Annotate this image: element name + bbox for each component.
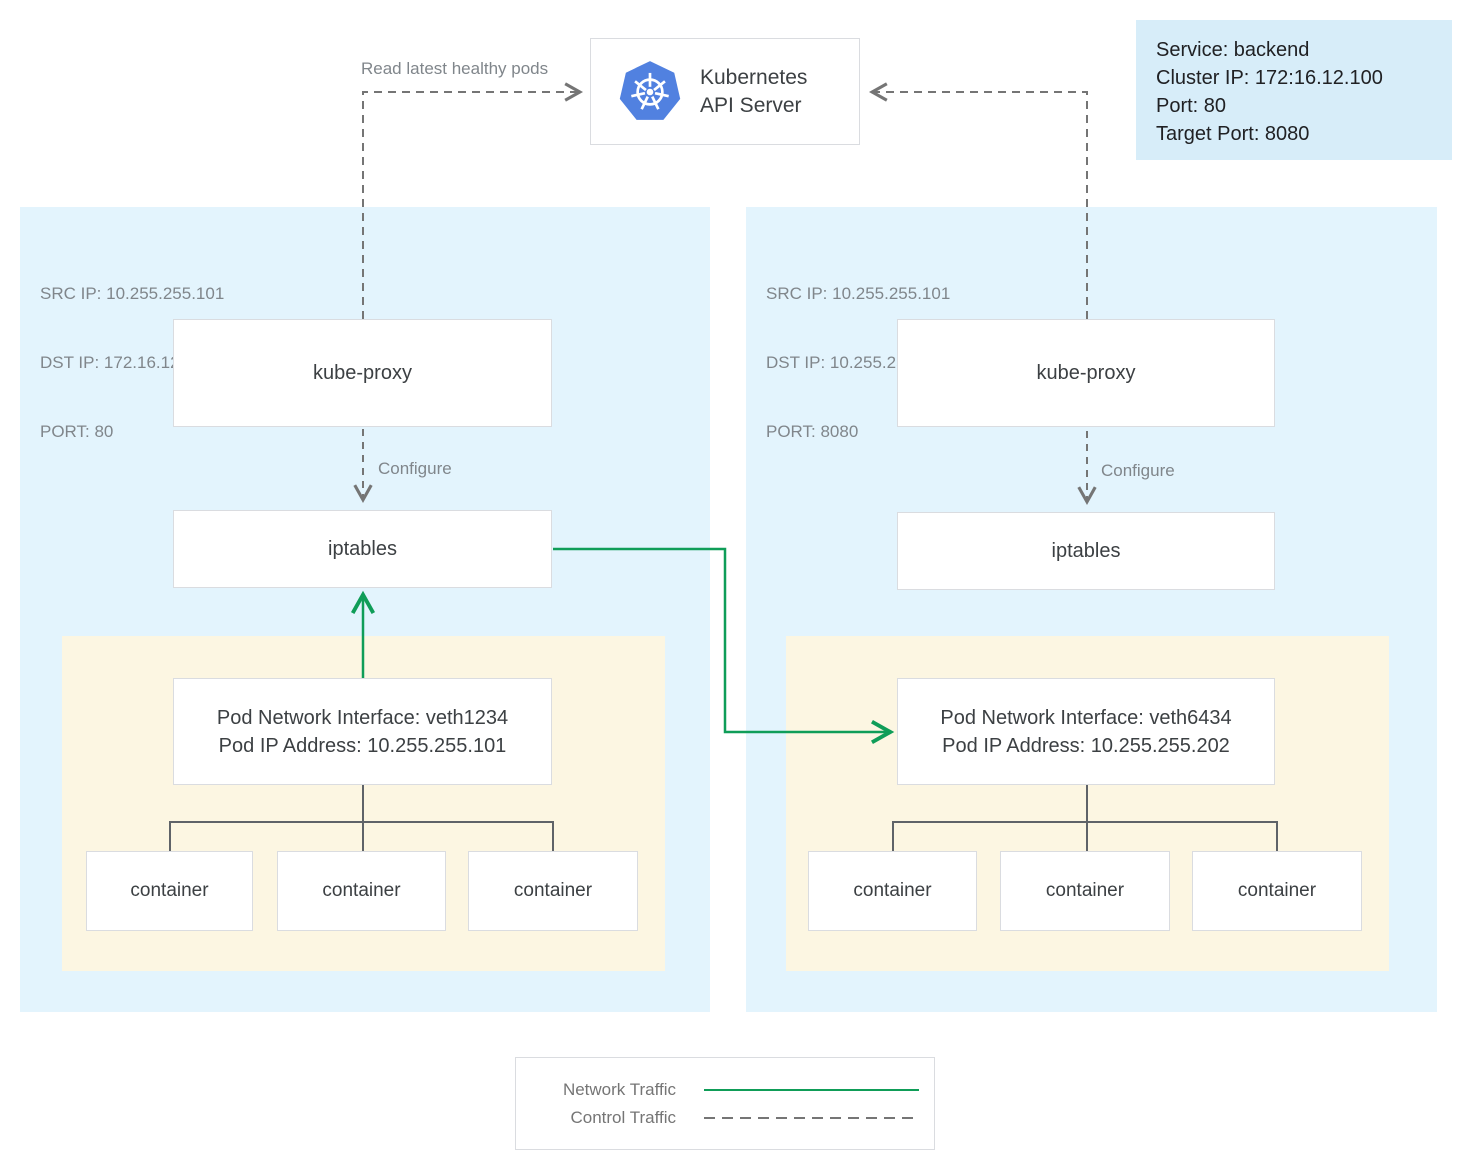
container-box: container (277, 851, 446, 931)
api-server-label: Kubernetes API Server (700, 65, 808, 117)
service-port: Port: 80 (1156, 95, 1227, 117)
kubernetes-logo-icon (619, 60, 681, 120)
node-right-port: PORT: 8080 (766, 422, 859, 441)
kube-proxy-box-right: kube-proxy (897, 319, 1275, 427)
legend-box: Network Traffic Control Traffic (515, 1057, 935, 1150)
pod-network-interface-box-left: Pod Network Interface: veth1234 Pod IP A… (173, 678, 552, 785)
configure-label-left: Configure (378, 459, 452, 478)
legend-control-label: Control Traffic (570, 1107, 676, 1127)
pod-right-ip: Pod IP Address: 10.255.255.202 (942, 734, 1230, 757)
configure-label-right: Configure (1101, 461, 1175, 480)
pod-left-interface: Pod Network Interface: veth1234 (216, 706, 509, 729)
node-right-src-ip: SRC IP: 10.255.255.101 (766, 284, 951, 303)
iptables-box-right: iptables (897, 512, 1275, 590)
service-info-box: Service: backend Cluster IP: 172:16.12.1… (1136, 20, 1452, 160)
container-box: container (468, 851, 638, 931)
control-traffic-line-sample (704, 1116, 919, 1119)
legend-row-control: Control Traffic (516, 1108, 934, 1128)
node-left-src-ip: SRC IP: 10.255.255.101 (40, 284, 225, 303)
kube-proxy-box-left: kube-proxy (173, 319, 552, 427)
container-box: container (1000, 851, 1170, 931)
service-name: Service: backend (1156, 39, 1310, 61)
network-traffic-line-sample (704, 1088, 919, 1091)
pod-network-interface-box-right: Pod Network Interface: veth6434 Pod IP A… (897, 678, 1275, 785)
pod-right-interface: Pod Network Interface: veth6434 (940, 706, 1232, 729)
node-left-port: PORT: 80 (40, 422, 114, 441)
kubernetes-api-server-box: Kubernetes API Server (590, 38, 860, 145)
service-cluster-ip: Cluster IP: 172:16.12.100 (1156, 67, 1383, 89)
container-box: container (808, 851, 977, 931)
legend-row-network: Network Traffic (516, 1080, 934, 1100)
service-target-port: Target Port: 8080 (1156, 123, 1310, 145)
container-box: container (86, 851, 253, 931)
pod-left-ip: Pod IP Address: 10.255.255.101 (218, 734, 507, 757)
legend-network-label: Network Traffic (562, 1079, 676, 1099)
container-box: container (1192, 851, 1362, 931)
read-latest-healthy-pods-label: Read latest healthy pods (361, 59, 549, 78)
iptables-box-left: iptables (173, 510, 552, 588)
